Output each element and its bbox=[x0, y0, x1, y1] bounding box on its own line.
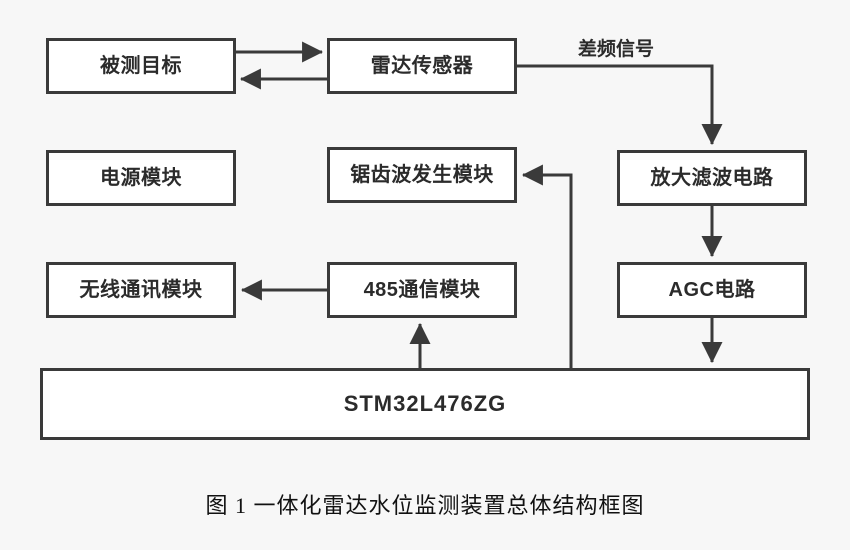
node-power-module-label: 电源模块 bbox=[100, 167, 182, 189]
figure-caption-text: 图 1 一体化雷达水位监测装置总体结构框图 bbox=[205, 493, 645, 518]
edge-label-beat-signal-text: 差频信号 bbox=[578, 39, 655, 60]
edge-label-beat-signal: 差频信号 bbox=[578, 34, 654, 61]
node-agc-circuit: AGC电路 bbox=[617, 262, 807, 318]
node-rs485-module: 485通信模块 bbox=[327, 262, 517, 318]
node-amplifier-filter: 放大滤波电路 bbox=[617, 150, 807, 206]
node-mcu-label: STM32L476ZG bbox=[343, 390, 507, 416]
node-power-module: 电源模块 bbox=[46, 150, 236, 206]
node-target-label: 被测目标 bbox=[100, 55, 182, 77]
node-wireless-module: 无线通讯模块 bbox=[46, 262, 236, 318]
node-radar-sensor: 雷达传感器 bbox=[327, 38, 517, 94]
node-amplifier-filter-label: 放大滤波电路 bbox=[650, 167, 774, 189]
figure-caption: 图 1 一体化雷达水位监测装置总体结构框图 bbox=[0, 488, 850, 520]
node-radar-sensor-label: 雷达传感器 bbox=[370, 55, 474, 77]
node-target: 被测目标 bbox=[46, 38, 236, 94]
connector-mcu-to-sawtooth bbox=[521, 164, 573, 368]
node-sawtooth-generator: 锯齿波发生模块 bbox=[327, 147, 517, 203]
node-rs485-module-label: 485通信模块 bbox=[363, 279, 481, 301]
connector-radar-to-amp bbox=[517, 64, 723, 146]
node-sawtooth-generator-label: 锯齿波发生模块 bbox=[350, 164, 494, 186]
node-mcu: STM32L476ZG bbox=[40, 368, 810, 440]
node-agc-circuit-label: AGC电路 bbox=[668, 279, 756, 301]
node-wireless-module-label: 无线通讯模块 bbox=[79, 279, 203, 301]
